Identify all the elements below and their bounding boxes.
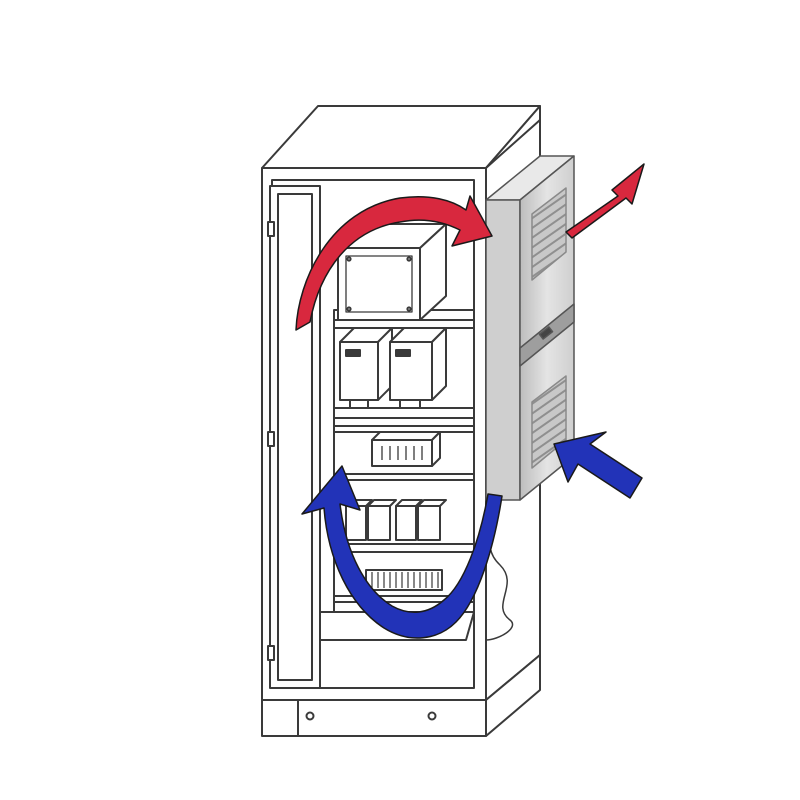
enclosure-box: [337, 223, 447, 321]
warm-air-exhaust-arrow: [565, 163, 645, 239]
shelf-top: [333, 319, 475, 329]
mounting-rails: [333, 425, 475, 433]
terminal-strip: [365, 569, 443, 591]
cool-air-intake-arrow: [553, 431, 643, 499]
cabinet-plinth-side: [485, 654, 541, 737]
cool-air-internal-arrow: [301, 465, 503, 639]
upper-vent-icon: [531, 187, 567, 281]
door-hinge-middle: [267, 431, 275, 447]
terminal-block: [371, 431, 441, 467]
relay: [417, 499, 447, 541]
cooling-unit-front: [485, 199, 521, 501]
mounting-rails: [333, 543, 475, 553]
power-supply: [389, 327, 447, 410]
plinth-bolt-right: [427, 711, 437, 721]
door-hinge-bottom: [267, 645, 275, 661]
mounting-rails: [333, 407, 475, 419]
plinth-bolt-left: [305, 711, 315, 721]
relay: [395, 499, 423, 541]
cabinet-door-inner: [277, 193, 313, 681]
status-badge: [538, 326, 554, 340]
relay: [367, 499, 397, 541]
door-hinge-top: [267, 221, 275, 237]
mounting-rails: [333, 473, 475, 481]
warm-air-internal-arrow: [295, 195, 493, 331]
cabinet-plinth: [261, 699, 487, 737]
power-supply: [339, 327, 393, 410]
